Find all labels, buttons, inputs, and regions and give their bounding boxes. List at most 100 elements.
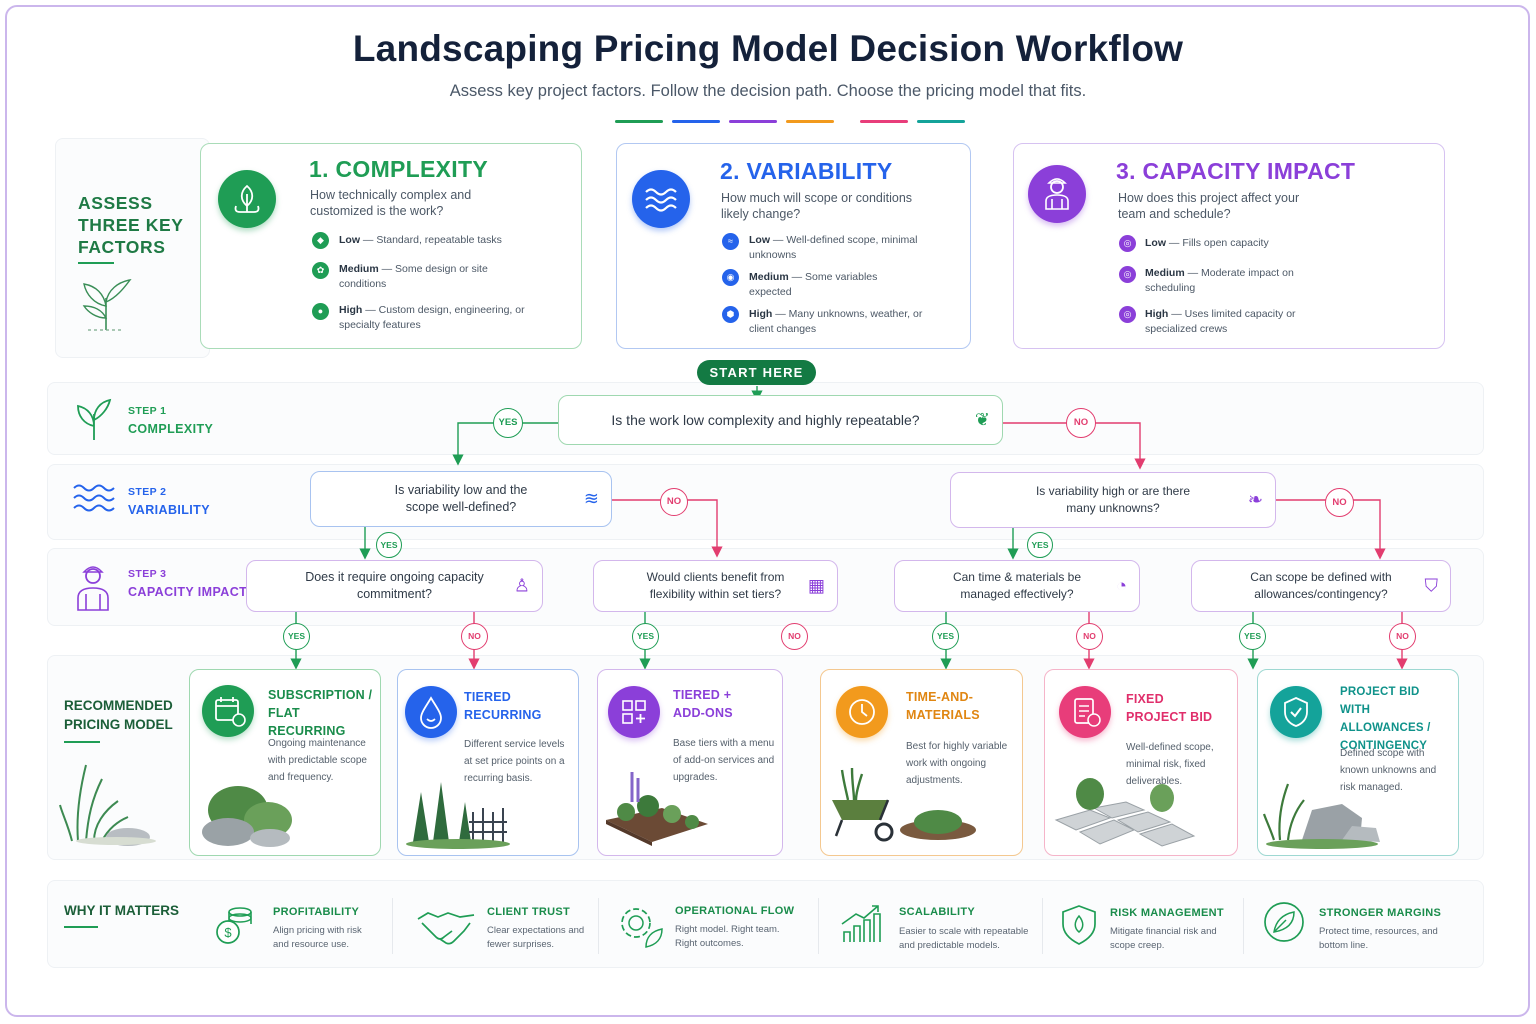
level-icon: ✿ <box>312 262 329 279</box>
no-badge: NO <box>1066 408 1096 438</box>
level-medium: Medium — Some variables expected <box>749 271 878 298</box>
level-low: Low — Well-defined scope, minimal unknow… <box>749 234 918 261</box>
result-desc: Defined scope with known unknowns and ri… <box>1340 748 1437 793</box>
page-title: Landscaping Pricing Model Decision Workf… <box>352 28 1184 69</box>
question-text: Is variability low and the scope well-de… <box>394 483 528 514</box>
level-high: High — Many unknowns, weather, or client… <box>749 308 923 335</box>
worker-icon: ♙ <box>513 575 530 596</box>
page-frame <box>5 5 1530 1017</box>
question-text: Would clients benefit from flexibility w… <box>646 570 785 601</box>
why-desc: Easier to scale with repeatable and pred… <box>899 926 1029 951</box>
factor-question: How technically complex and customized i… <box>310 188 472 218</box>
worker-icon <box>1028 165 1086 223</box>
leaf-circle-icon <box>1264 902 1304 942</box>
accent-dash <box>672 120 720 123</box>
why-title: OPERATIONAL FLOW <box>675 905 795 917</box>
level-icon: ◎ <box>1119 266 1136 283</box>
result-title: TIERED + ADD-ONS <box>673 688 733 720</box>
accent-dash <box>615 120 663 123</box>
yes-badge: YES <box>493 408 523 438</box>
question-text: Is the work low complexity and highly re… <box>611 411 920 428</box>
paver-patio-illustration <box>1054 778 1196 847</box>
accent-dash <box>729 120 777 123</box>
assess-label-line: FACTORS <box>78 237 166 257</box>
waves-icon <box>632 170 690 228</box>
accent-dash <box>860 120 908 123</box>
result-desc: Different service levels at set price po… <box>464 739 565 784</box>
result-title: SUBSCRIPTION / FLAT RECURRING <box>268 688 373 738</box>
no-badge: NO <box>781 623 808 650</box>
question-node-1[interactable]: Is the work low complexity and highly re… <box>558 395 1003 445</box>
wheelbarrow-illustration <box>832 767 976 842</box>
waves-icon: ≋ <box>583 488 599 509</box>
question-text: Is variability high or are there many un… <box>1035 484 1191 515</box>
grid-plus-icon: ▦ <box>807 575 825 596</box>
level-icon: ◎ <box>1119 235 1136 252</box>
level-icon: ● <box>312 303 329 320</box>
no-badge: NO <box>660 488 688 516</box>
why-desc: Mitigate financial risk and scope creep. <box>1110 926 1217 951</box>
why-title: STRONGER MARGINS <box>1319 907 1442 919</box>
yes-badge: YES <box>632 623 659 650</box>
result-title: FIXED PROJECT BID <box>1126 692 1213 724</box>
yes-badge: YES <box>1239 623 1266 650</box>
level-high: High — Uses limited capacity or speciali… <box>1145 308 1296 335</box>
level-icon: ◉ <box>722 269 739 286</box>
shrub-rocks-illustration <box>202 786 292 847</box>
question-node-3a[interactable]: Does it require ongoing capacity commitm… <box>246 560 543 612</box>
why-row <box>47 880 1484 968</box>
assess-label: ASSESS THREE KEY FACTORS <box>78 192 184 258</box>
result-title: TIME-AND-MATERIALS <box>906 690 980 722</box>
level-low: Low — Fills open capacity <box>1145 237 1269 249</box>
question-node-2b[interactable]: Is variability high or are there many un… <box>950 472 1276 528</box>
shield-check-icon <box>1270 686 1322 738</box>
yes-badge: YES <box>1027 532 1053 558</box>
yes-badge: YES <box>376 532 402 558</box>
grid-plus-icon <box>608 686 660 738</box>
why-desc: Align pricing with risk and resource use… <box>273 925 362 950</box>
result-title: TIERED RECURRING <box>464 690 542 722</box>
growth-chart-icon <box>841 905 881 942</box>
shield-check-icon: ⛉ <box>1424 575 1439 596</box>
leaf-sprout-icon <box>77 398 112 440</box>
factor-question: How does this project affect your team a… <box>1118 191 1300 221</box>
why-title: CLIENT TRUST <box>487 906 571 918</box>
why-desc: Right model. Right team. Right outcomes. <box>675 924 780 949</box>
factor-title: 2. VARIABILITY <box>720 158 893 184</box>
page-subtitle: Assess key project factors. Follow the d… <box>449 82 1087 100</box>
divider <box>78 262 114 264</box>
divider <box>1042 898 1043 954</box>
result-desc: Best for highly variable work with ongoi… <box>906 741 1008 786</box>
calendar-repeat-icon <box>202 685 254 737</box>
result-desc: Well-defined scope, minimal risk, fixed … <box>1126 742 1214 787</box>
garden-bed-illustration <box>606 772 708 846</box>
result-desc: Base tiers with a menu of add-on service… <box>673 738 775 783</box>
start-here-badge: START HERE <box>697 360 816 385</box>
invoice-icon <box>1059 686 1111 738</box>
sprout-icon <box>82 279 132 331</box>
assess-label-line: ASSESS <box>78 193 153 213</box>
question-node-3c[interactable]: Can time & materials be managed effectiv… <box>894 560 1140 612</box>
divider <box>818 898 819 954</box>
level-high: High — Custom design, engineering, or sp… <box>339 304 525 331</box>
level-icon: ◎ <box>1119 306 1136 323</box>
question-node-2a[interactable]: Is variability low and the scope well-de… <box>310 471 612 527</box>
drop-icon <box>405 686 457 738</box>
question-node-3d[interactable]: Can scope be defined with allowances/con… <box>1191 560 1451 612</box>
no-badge: NO <box>1076 623 1103 650</box>
divider <box>1243 898 1244 954</box>
why-title: SCALABILITY <box>899 906 976 918</box>
gear-leaf-icon <box>621 908 663 948</box>
divider <box>598 898 599 954</box>
question-node-3b[interactable]: Would clients benefit from flexibility w… <box>593 560 838 612</box>
question-text: Can time & materials be managed effectiv… <box>952 570 1082 601</box>
shield-icon <box>1062 905 1096 945</box>
yes-badge: YES <box>932 623 959 650</box>
result-title: PROJECT BID WITH ALLOWANCES / CONTINGENC… <box>1340 686 1431 752</box>
coins-icon: $ <box>216 907 252 944</box>
level-medium: Medium — Some design or site conditions <box>339 263 488 290</box>
trees-fence-illustration <box>406 782 510 849</box>
question-text: Can scope be defined with allowances/con… <box>1250 570 1392 601</box>
clock-icon <box>836 686 888 738</box>
